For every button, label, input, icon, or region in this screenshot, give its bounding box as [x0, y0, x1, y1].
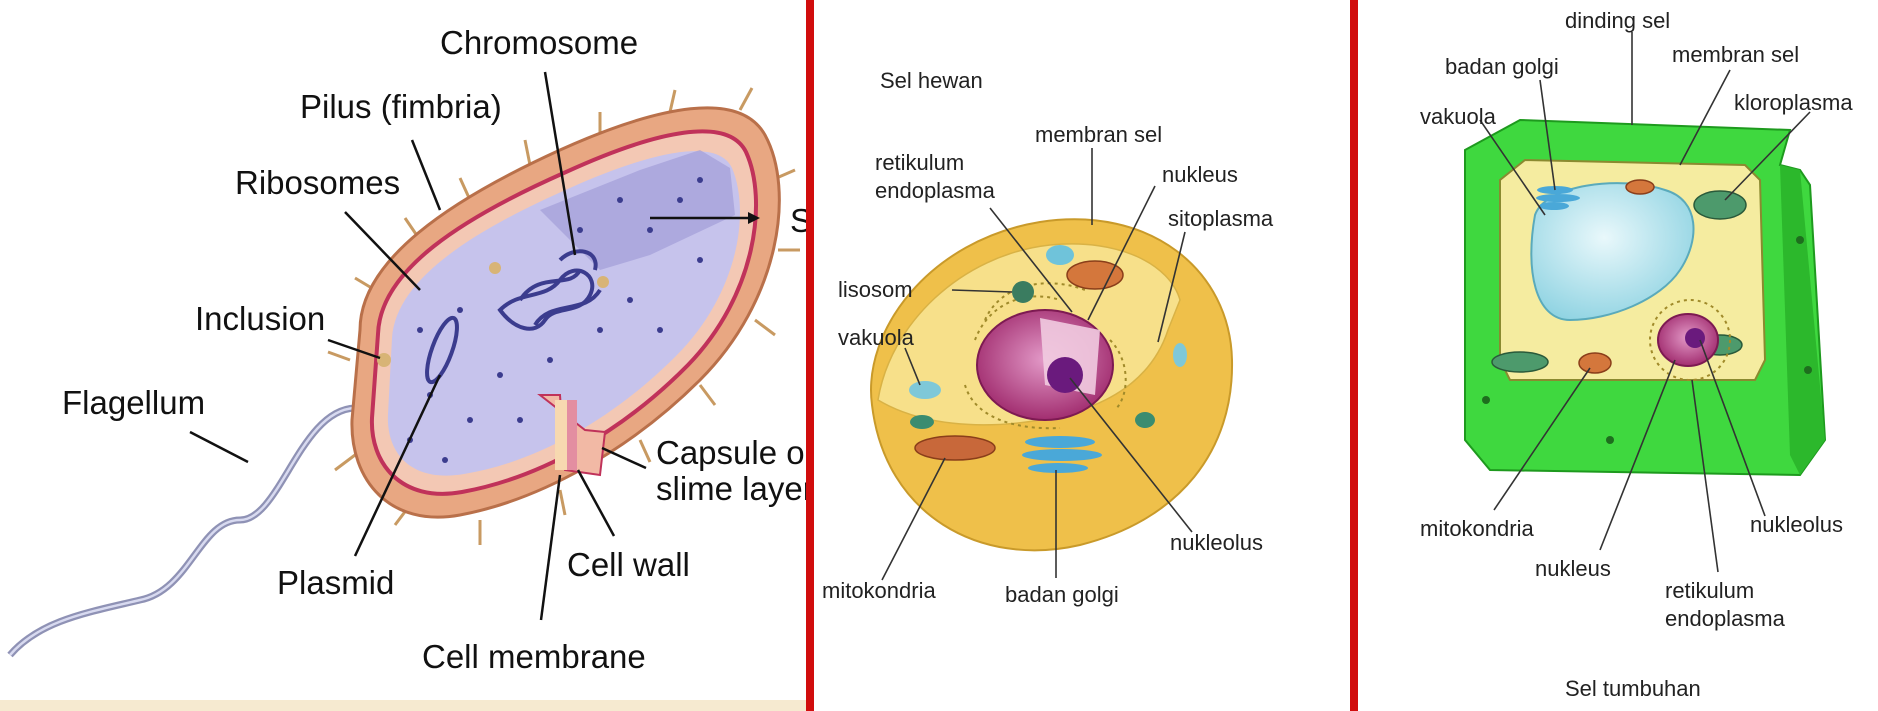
plant-retikulum-label-line2: endoplasma	[1665, 606, 1786, 631]
plant-nukleus-label: nukleus	[1535, 556, 1611, 581]
divider-right	[1350, 0, 1358, 711]
plant-chloroplast	[1694, 191, 1746, 219]
flagellum-label: Flagellum	[62, 384, 205, 421]
plasmid-label: Plasmid	[277, 564, 394, 601]
animal-panel: Sel hewan membran sel retikulum endoplas…	[814, 0, 1350, 711]
pilus-label: Pilus (fimbria)	[300, 88, 502, 125]
capsule-label-line1: Capsule or	[656, 434, 816, 471]
plant-badan-golgi-label: badan golgi	[1445, 54, 1559, 79]
animal-nukleolus-label: nukleolus	[1170, 530, 1263, 555]
animal-lysosome	[1012, 281, 1034, 303]
animal-vakuola-label: vakuola	[838, 325, 915, 350]
animal-mitochondria	[915, 436, 995, 460]
animal-retikulum-label-line1: retikulum	[875, 150, 964, 175]
inclusion-shape	[377, 353, 391, 367]
inclusion-label: Inclusion	[195, 300, 325, 337]
plant-membran-sel-label: membran sel	[1672, 42, 1799, 67]
cell-wall-label: Cell wall	[567, 546, 690, 583]
plant-title: Sel tumbuhan	[1565, 676, 1701, 701]
plant-nukleolus-label: nukleolus	[1750, 512, 1843, 537]
plant-panel: dinding sel badan golgi membran sel vaku…	[1358, 0, 1878, 711]
animal-membran-sel-label: membran sel	[1035, 122, 1162, 147]
chromosome-label: Chromosome	[440, 24, 638, 61]
animal-sitoplasma-label: sitoplasma	[1168, 206, 1274, 231]
capsule-label-line2: slime layer	[656, 470, 814, 507]
bacteria-panel: Chromosome Pilus (fimbria) Ribosomes Inc…	[0, 0, 816, 700]
divider-left	[806, 0, 814, 711]
animal-retikulum-label-line2: endoplasma	[875, 178, 996, 203]
cell-membrane-label: Cell membrane	[422, 638, 646, 675]
plant-retikulum-label-line1: retikulum	[1665, 578, 1754, 603]
plant-vakuola-label: vakuola	[1420, 104, 1497, 129]
plant-dinding-sel-label: dinding sel	[1565, 8, 1670, 33]
animal-mitokondria-label: mitokondria	[822, 578, 936, 603]
plant-kloroplasma-label: kloroplasma	[1734, 90, 1853, 115]
animal-lisosom-label: lisosom	[838, 277, 913, 302]
animal-title: Sel hewan	[880, 68, 983, 93]
plant-mitokondria-label: mitokondria	[1420, 516, 1534, 541]
ribosomes-label: Ribosomes	[235, 164, 400, 201]
animal-badan-golgi-label: badan golgi	[1005, 582, 1119, 607]
plant-mitochondria	[1579, 353, 1611, 373]
animal-vacuole	[909, 381, 941, 399]
animal-nukleus-label: nukleus	[1162, 162, 1238, 187]
